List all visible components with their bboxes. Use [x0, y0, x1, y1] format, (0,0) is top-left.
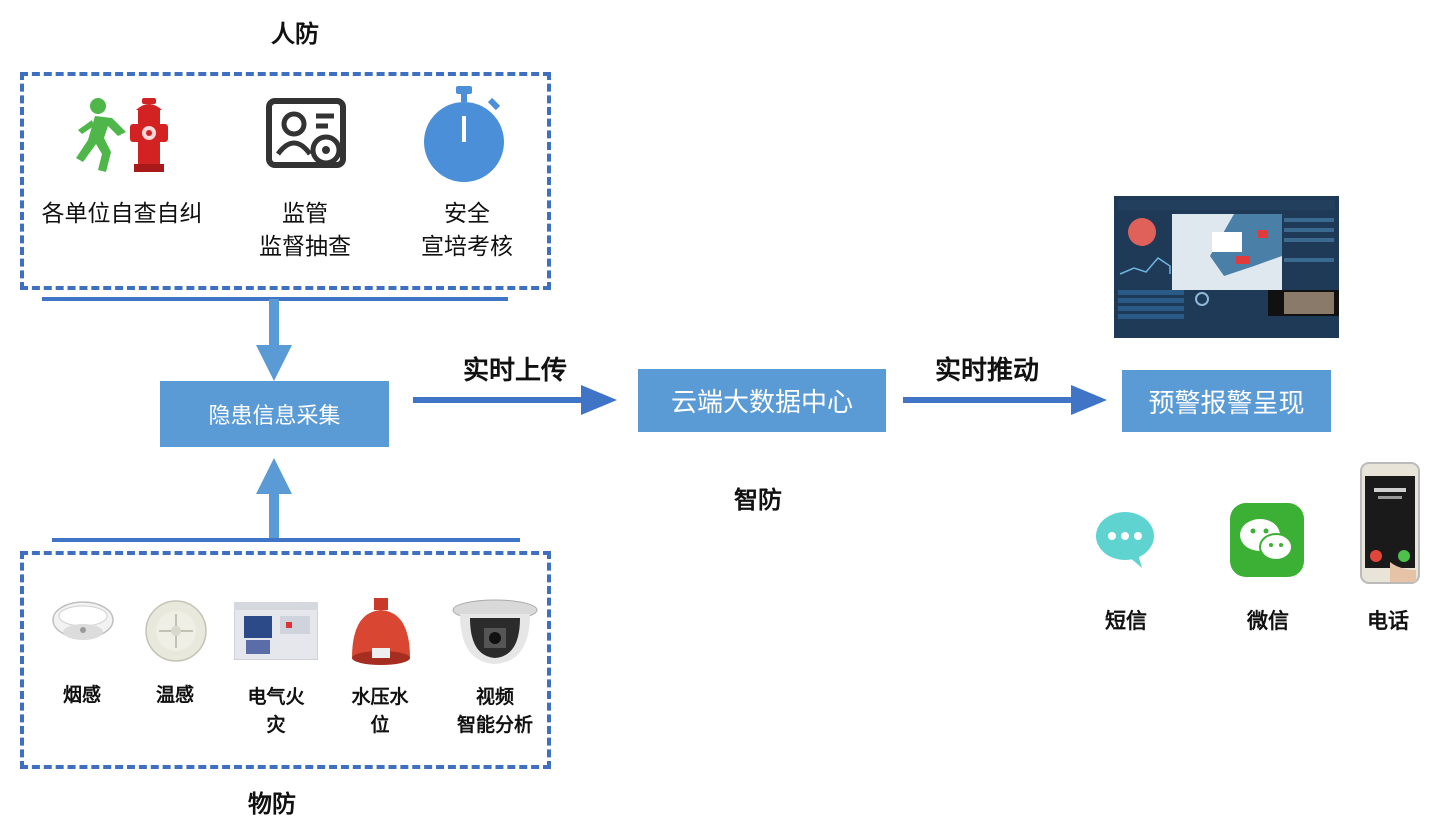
phone-call-icon: [1360, 462, 1420, 584]
channel-sms-label: 短信: [1105, 609, 1147, 633]
hazard-collection-box: 隐患信息采集: [160, 381, 389, 447]
wufang-electrical-label: 电气火 灾: [247, 686, 305, 736]
heat-detector-icon: [145, 600, 207, 662]
up-arrow-icon: [256, 458, 292, 540]
dashboard-screenshot-icon: [1114, 196, 1339, 338]
wufang-water-label: 水压水 位: [351, 686, 409, 736]
wufang-smoke-label: 烟感: [62, 684, 101, 706]
upload-arrow-icon: [413, 383, 617, 417]
id-card-gear-icon: [266, 98, 348, 170]
renfang-title: 人防: [271, 20, 319, 48]
push-label: 实时推动: [934, 356, 1039, 386]
electrical-fire-monitor-icon: [234, 602, 318, 660]
person-running-hydrant-icon: [68, 96, 180, 174]
renfang-item-supervision: 监管 监督抽查: [259, 201, 351, 261]
wufang-group: [20, 551, 551, 769]
sms-bubble-icon: [1094, 508, 1156, 568]
smoke-detector-icon: [52, 600, 114, 648]
renfang-group: [20, 72, 551, 290]
alarm-display-box: 预警报警呈现: [1122, 370, 1331, 432]
dome-camera-icon: [452, 598, 538, 666]
wufang-camera-label: 视频 智能分析: [456, 686, 533, 736]
zhifang-title: 智防: [734, 486, 782, 514]
upload-label: 实时上传: [462, 356, 567, 386]
wufang-collector-line: [52, 538, 520, 542]
push-arrow-icon: [903, 383, 1107, 417]
cloud-data-center-box: 云端大数据中心: [638, 369, 886, 432]
wufang-heat-label: 温感: [155, 684, 194, 706]
channel-wechat-label: 微信: [1247, 609, 1289, 633]
renfang-item-training: 安全 宣培考核: [421, 201, 513, 261]
stopwatch-icon: [420, 86, 508, 182]
wufang-title: 物防: [248, 790, 296, 818]
renfang-item-self-check: 各单位自查自纠: [41, 201, 203, 227]
wechat-icon: [1230, 503, 1304, 577]
down-arrow-icon: [256, 299, 292, 381]
water-pressure-sensor-icon: [346, 598, 416, 666]
channel-phone-label: 电话: [1367, 609, 1409, 633]
